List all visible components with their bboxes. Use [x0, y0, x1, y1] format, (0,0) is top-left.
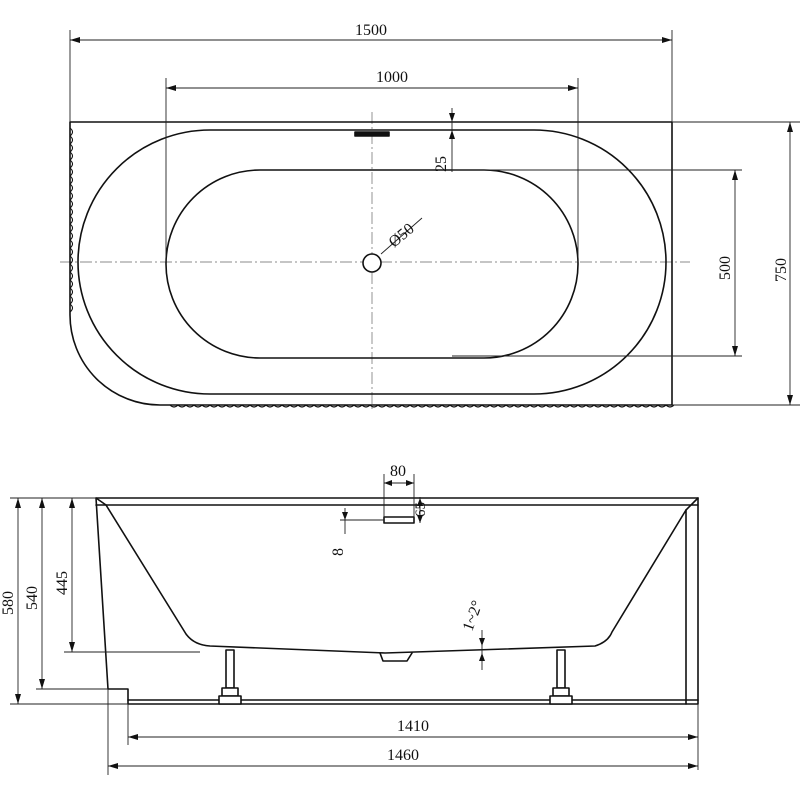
arrow: [384, 480, 392, 486]
tub-side-inner-wall: [105, 504, 687, 705]
arrow: [568, 85, 578, 91]
tub-side-left-wall: [95, 497, 107, 506]
dim-label-8: 8: [330, 548, 347, 556]
tub-side-outer-shell: [95, 497, 699, 705]
tub-side-right-wall: [685, 497, 699, 511]
tub-outer-rim: [69, 121, 673, 406]
arrow: [662, 37, 672, 43]
drain-outlet: [379, 652, 413, 662]
arrow: [688, 734, 698, 740]
dim-label-500: 500: [717, 256, 734, 280]
tub-rim-scallop-edge: [69, 127, 74, 313]
support-leg-right: [549, 649, 573, 705]
tub-inner-rim: [77, 129, 667, 395]
support-leg-left: [218, 649, 242, 705]
arrow: [15, 498, 21, 508]
arrow: [479, 653, 485, 661]
arrow: [70, 37, 80, 43]
arrow: [342, 512, 348, 520]
arrow: [449, 113, 455, 122]
arrow: [732, 346, 738, 356]
dim-label-445: 445: [54, 571, 71, 595]
arrow: [732, 170, 738, 180]
arrow: [479, 638, 485, 646]
tub-rim-scallop-bottom: [169, 404, 675, 408]
arrow: [417, 498, 423, 506]
arrow: [417, 515, 423, 523]
dim-label-slope: 1~2°: [460, 598, 487, 633]
side-view: 80 65 8 580 540 445 1~2°: [0, 463, 699, 775]
tub-inner-basin: [165, 169, 579, 359]
dim-label-1000: 1000: [376, 69, 408, 86]
arrow: [108, 763, 118, 769]
dim-label-drain-diameter: Ø50: [386, 220, 418, 251]
arrow: [406, 480, 414, 486]
drain-leader: [380, 217, 423, 255]
arrow: [688, 763, 698, 769]
arrow: [787, 122, 793, 132]
dim-label-65: 65: [413, 502, 429, 517]
drain-circle: [362, 253, 382, 273]
dim-label-580: 580: [0, 591, 17, 615]
dim-label-25: 25: [433, 156, 450, 172]
arrow: [39, 679, 45, 689]
dim-label-750: 750: [773, 258, 790, 282]
arrow: [166, 85, 176, 91]
arrow: [69, 642, 75, 652]
arrow: [69, 498, 75, 508]
overflow-fitting: [383, 516, 415, 524]
overflow-slot: [354, 131, 390, 137]
dim-label-1500: 1500: [355, 22, 387, 39]
arrow: [15, 694, 21, 704]
dim-label-1410: 1410: [397, 718, 429, 735]
arrow: [787, 395, 793, 405]
arrow: [39, 498, 45, 508]
plan-view: 1500 1000 25 Ø50 500 750: [60, 22, 800, 412]
dim-label-1460: 1460: [387, 747, 419, 764]
arrow: [128, 734, 138, 740]
arrow: [449, 130, 455, 139]
dim-label-80: 80: [390, 463, 406, 480]
dim-label-540: 540: [24, 586, 41, 610]
